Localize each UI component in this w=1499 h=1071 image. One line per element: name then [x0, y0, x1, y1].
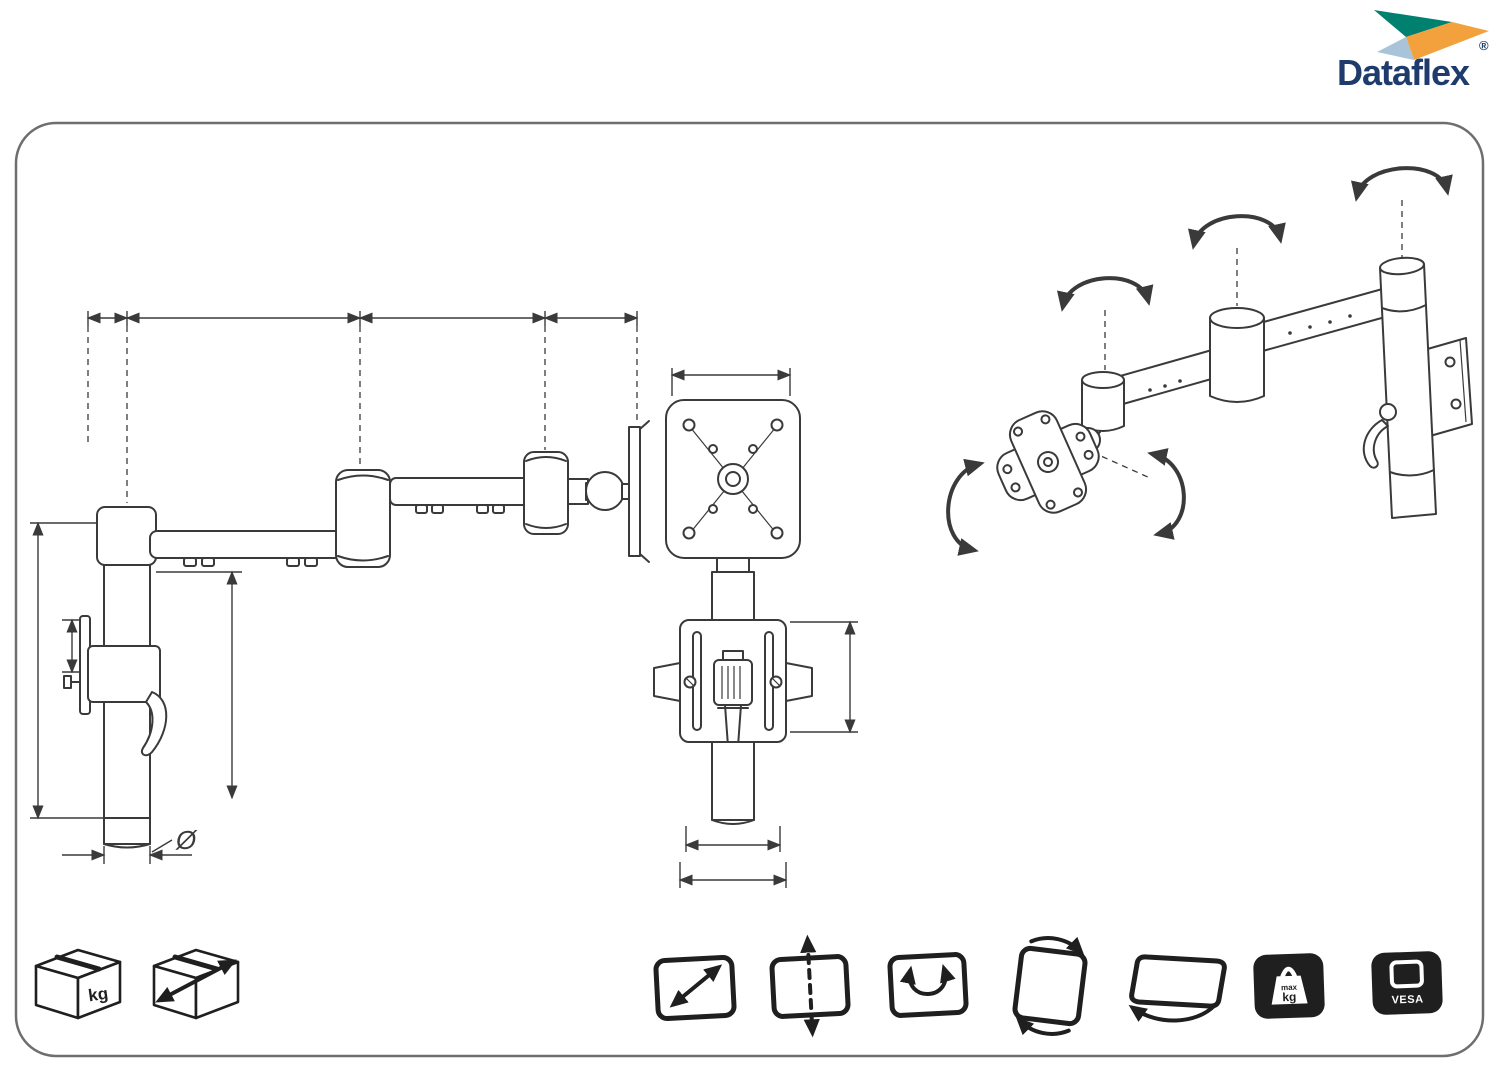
rotation-arrow-pole: [1351, 166, 1453, 202]
brand-text: Dataflex: [1337, 52, 1470, 93]
diameter-label: Ø: [175, 825, 198, 855]
vesa-plate-front: [665, 399, 801, 559]
max-load-icon: max kg: [1253, 953, 1325, 1019]
dataflex-arrow-icon: [1374, 10, 1489, 60]
vesa-mount-icon: VESA: [1371, 951, 1443, 1015]
max-load-label-top: max: [1281, 983, 1298, 993]
rotation-icon: [887, 952, 969, 1018]
front-view-dimensions: [670, 368, 858, 888]
vesa-plate-side: [628, 426, 641, 557]
side-view-dimensions: Ø: [30, 311, 639, 864]
isometric-pole: [1379, 263, 1437, 519]
front-view-bracket: [653, 557, 813, 825]
max-load-label-unit: kg: [1282, 990, 1296, 1004]
vesa-label: VESA: [1391, 993, 1423, 1006]
rotation-arrow-mid-joint: [1188, 214, 1286, 250]
front-view-drawing: [653, 368, 858, 888]
swivel-icon: [1128, 954, 1227, 1023]
side-view-drawing: Ø: [30, 311, 650, 864]
tilt-arrow-center: [1147, 448, 1186, 540]
rotation-arrow-elbow: [1057, 276, 1154, 312]
isometric-arm: [1075, 256, 1437, 519]
screen-size-icon: [653, 955, 737, 1021]
registered-mark: ®: [1479, 38, 1489, 53]
clamp-body: [87, 645, 161, 703]
pivot-icon: [1012, 936, 1088, 1036]
height-adjustment-icon: [769, 934, 851, 1038]
box-weight-icon: kg: [34, 948, 122, 1020]
box-weight-label: kg: [87, 984, 109, 1006]
content-frame: [14, 121, 1485, 1058]
side-view-pole: [63, 506, 168, 849]
icon-row: kg: [34, 934, 1443, 1038]
isometric-clamp-lever: [1362, 419, 1389, 469]
box-dimensions-icon: [152, 948, 240, 1020]
clamp-lever: [141, 691, 168, 757]
side-view-arm: [149, 420, 650, 568]
vesa-star-plate: [996, 410, 1100, 514]
dataflex-logo: Dataflex ®: [1337, 10, 1489, 93]
ball-joint: [585, 471, 625, 511]
isometric-view-drawing: [946, 166, 1473, 556]
tilt-arrow-left: [946, 458, 985, 556]
